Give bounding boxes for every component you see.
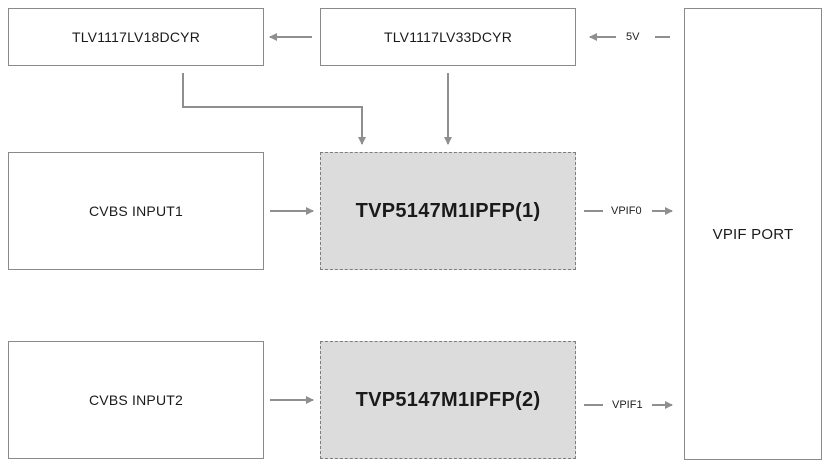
ldo-1v8-block: TLV1117LV18DCYR xyxy=(8,8,264,66)
cvbs-input2-label: CVBS INPUT2 xyxy=(89,392,183,408)
vpif-port-label: VPIF PORT xyxy=(712,225,794,243)
decoder2-label: TVP5147M1IPFP(2) xyxy=(355,388,541,411)
cvbs-input1-block: CVBS INPUT1 xyxy=(8,152,264,270)
cvbs-input1-label: CVBS INPUT1 xyxy=(89,203,183,219)
cvbs-input2-block: CVBS INPUT2 xyxy=(8,341,264,459)
vpif0-label: VPIF0 xyxy=(611,205,642,217)
ldo-3v3-block: TLV1117LV33DCYR xyxy=(320,8,576,66)
ldo-3v3-label: TLV1117LV33DCYR xyxy=(383,29,513,45)
arrow-ldo18-to-decoder1 xyxy=(182,73,366,145)
decoder2-block: TVP5147M1IPFP(2) xyxy=(320,341,576,459)
decoder1-block: TVP5147M1IPFP(1) xyxy=(320,152,576,270)
vpif-port-block: VPIF PORT xyxy=(684,8,822,460)
ldo-1v8-label: TLV1117LV18DCYR xyxy=(71,29,201,45)
supply-5v-label: 5V xyxy=(626,31,640,43)
vpif1-label: VPIF1 xyxy=(612,399,643,411)
decoder1-label: TVP5147M1IPFP(1) xyxy=(355,199,541,222)
